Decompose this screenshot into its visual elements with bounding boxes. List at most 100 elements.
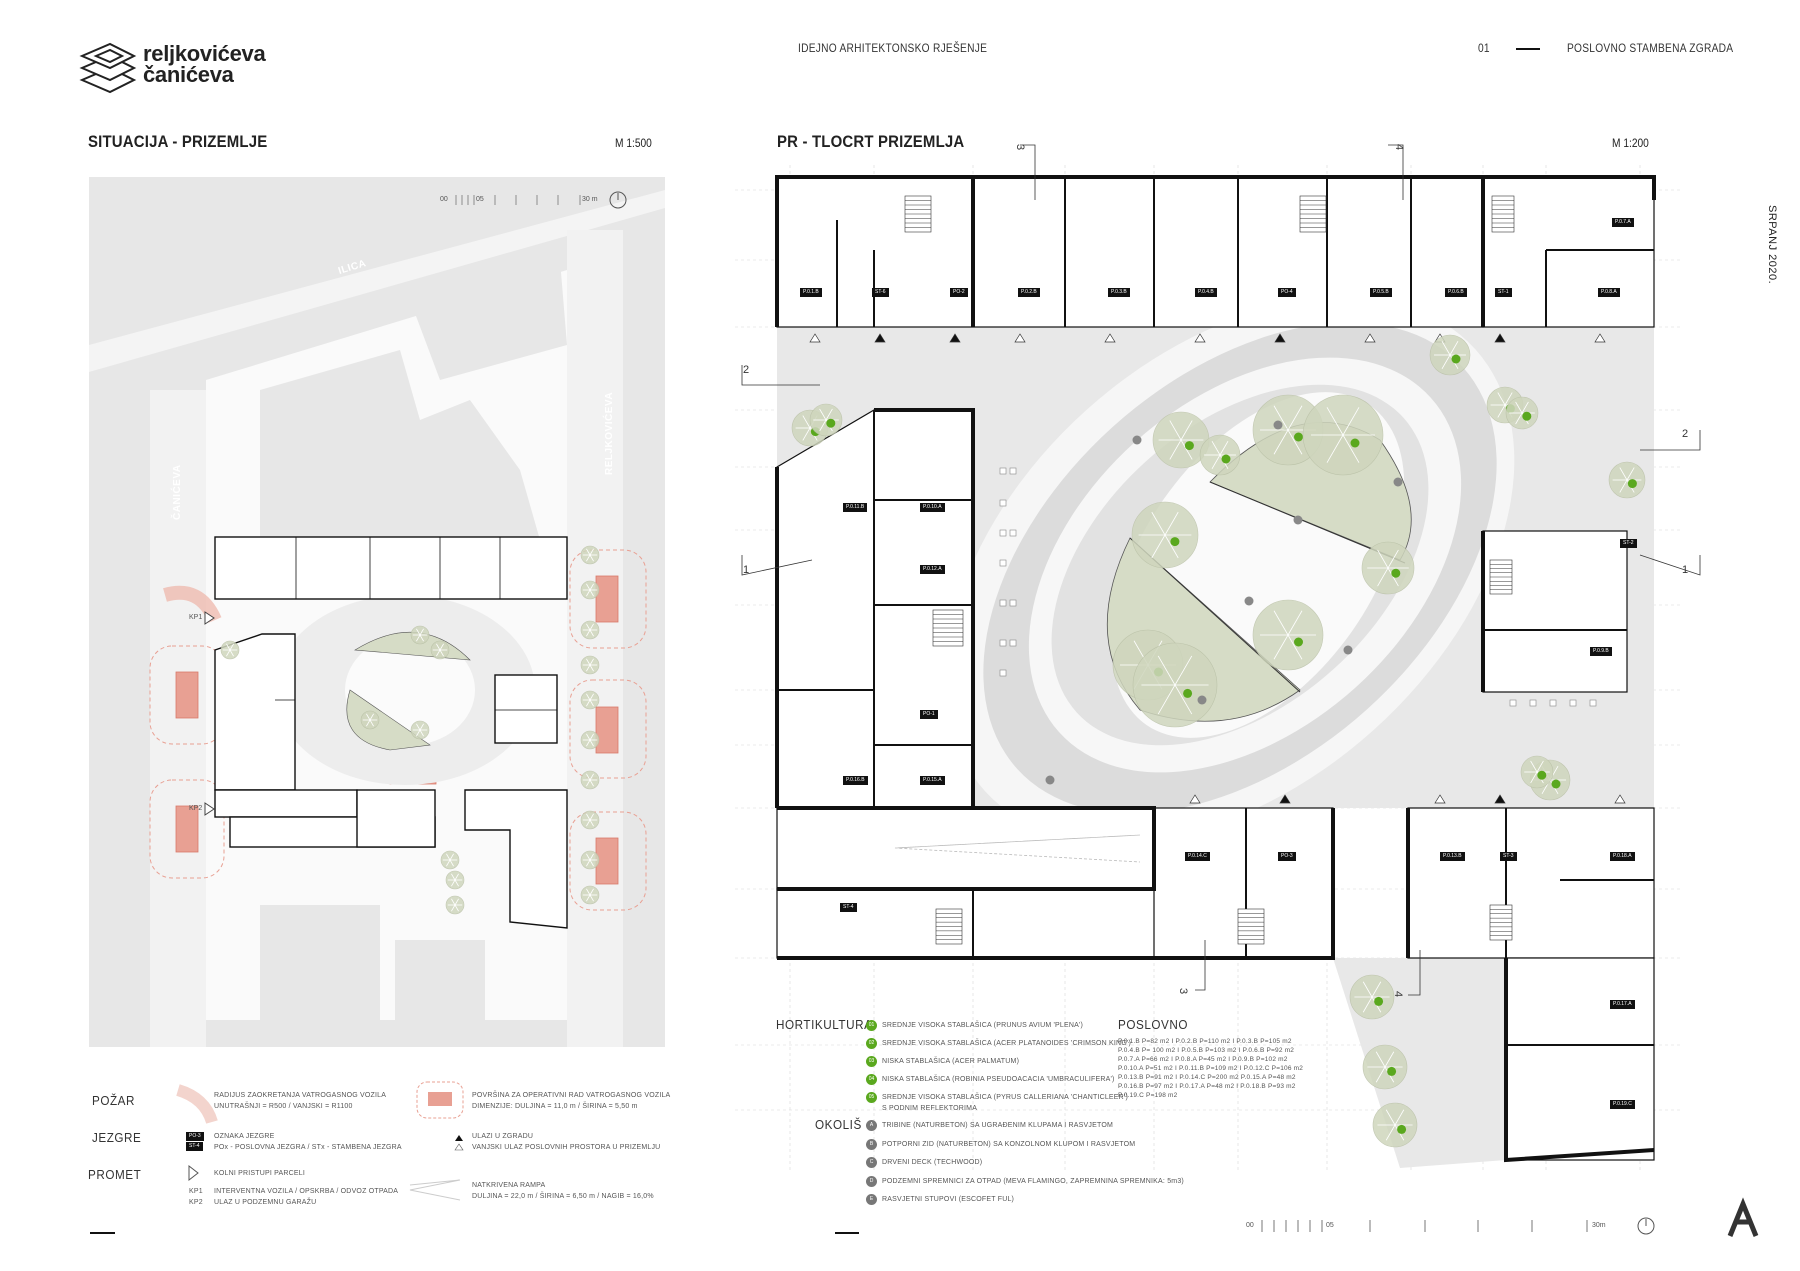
site-kp1-label: KP1 bbox=[189, 614, 203, 621]
street-reljkoviceva: RELJKOVIĆEVA bbox=[604, 391, 615, 475]
logo-line-2: čanićeva bbox=[143, 62, 234, 87]
legend-text: POVRŠINA ZA OPERATIVNI RAD VATROGASNOG V… bbox=[472, 1092, 671, 1099]
legend-poslovno-label: POSLOVNO bbox=[1118, 1017, 1189, 1032]
site-scalebar-end: 30 m bbox=[582, 196, 598, 203]
poslovno-area-list: P.0.1.B P=82 m2 I P.0.2.B P=110 m2 I P.0… bbox=[1118, 1037, 1303, 1100]
light-pole-icon bbox=[1244, 596, 1254, 606]
staircase-icon bbox=[1489, 559, 1513, 595]
tree-code-icon: 03 bbox=[866, 1056, 877, 1067]
entry-marker-icon bbox=[1189, 794, 1201, 804]
okolis-item: POTPORNI ZID (NATURBETON) SA KONZOLNOM K… bbox=[882, 1140, 1136, 1148]
light-pole-icon bbox=[1393, 477, 1403, 487]
staircase-icon bbox=[904, 195, 932, 233]
tree-icon bbox=[580, 730, 600, 750]
entry-marker-icon bbox=[1614, 794, 1626, 804]
legend-text: NISKA STABLAŠICA (ROBINIA PSEUDOACACIA '… bbox=[882, 1076, 1115, 1083]
room-tag: P.0.16.B bbox=[843, 776, 868, 785]
tree-icon bbox=[430, 640, 450, 660]
section-marker-4-bottom: 4 bbox=[1392, 990, 1405, 998]
tree-icon bbox=[580, 655, 600, 675]
legend-kp1-text: INTERVENTNA VOZILA / OPSKRBA / ODVOZ OTP… bbox=[214, 1188, 399, 1195]
site-plan-title: SITUACIJA - PRIZEMLJE bbox=[88, 132, 268, 151]
legend-text: S PODNIM REFLEKTORIMA bbox=[882, 1105, 978, 1112]
tree-icon bbox=[445, 895, 465, 915]
tree-icon bbox=[1372, 1102, 1418, 1148]
legend-ramp: NATKRIVENA RAMPA DULJINA = 22,0 m / ŠIRI… bbox=[472, 1180, 654, 1202]
entry-marker-icon bbox=[1434, 794, 1446, 804]
entry-marker-icon bbox=[1594, 333, 1606, 343]
room-tag: P.0.8.A bbox=[1598, 288, 1620, 297]
entry-marker-icon bbox=[1364, 333, 1376, 343]
logo-mark-icon bbox=[79, 42, 137, 94]
tree-icon bbox=[1252, 599, 1324, 671]
light-pole-icon bbox=[1343, 645, 1353, 655]
room-tag: P.0.7.A bbox=[1612, 218, 1634, 227]
hortikultura-item: NISKA STABLAŠICA (ACER PALMATUM) bbox=[882, 1056, 1019, 1067]
tree-icon bbox=[580, 580, 600, 600]
room-tag: P.0.18.A bbox=[1610, 852, 1635, 861]
section-marker-4-top: 4 bbox=[1393, 143, 1406, 151]
logo-line-1: reljkovićeva bbox=[143, 41, 266, 66]
environment-code-icon: B bbox=[866, 1138, 877, 1150]
legend-text: ULAZI U ZGRADU bbox=[472, 1133, 534, 1140]
tree-icon bbox=[580, 690, 600, 710]
floor-plan-title: PR - TLOCRT PRIZEMLJA bbox=[777, 132, 965, 151]
tree-icon bbox=[410, 720, 430, 740]
room-tag: PO-1 bbox=[920, 710, 938, 719]
legend-symbols bbox=[176, 1081, 1759, 1237]
room-tag: ST-4 bbox=[840, 903, 857, 912]
legend-promet-label: PROMET bbox=[88, 1167, 142, 1182]
tree-icon bbox=[580, 620, 600, 640]
room-tag: PO-4 bbox=[1278, 288, 1296, 297]
entry-marker-icon bbox=[1104, 333, 1116, 343]
plan-scalebar-start: 00 bbox=[1246, 1222, 1254, 1229]
entry-marker-icon bbox=[1014, 333, 1026, 343]
entry-marker-icon bbox=[1279, 794, 1291, 804]
hortikultura-item: SREDNJE VISOKA STABLAŠICA (PRUNUS AVIUM … bbox=[882, 1020, 1083, 1031]
legend-text: NISKA STABLAŠICA (ACER PALMATUM) bbox=[882, 1058, 1020, 1065]
legend-okolis-label: OKOLIŠ bbox=[815, 1117, 862, 1132]
legend-text: SREDNJE VISOKA STABLAŠICA (ACER PLATANOI… bbox=[882, 1040, 1132, 1047]
section-marker-3-top: 3 bbox=[1014, 143, 1027, 151]
tree-icon bbox=[580, 885, 600, 905]
room-tag: P.0.3.B bbox=[1108, 288, 1130, 297]
legend-text: NATKRIVENA RAMPA bbox=[472, 1182, 546, 1189]
tree-icon bbox=[220, 640, 240, 660]
legend-text: OZNAKA JEZGRE bbox=[214, 1133, 275, 1140]
okolis-item: DRVENI DECK (TECHWOOD) bbox=[882, 1159, 983, 1166]
plan-trees bbox=[791, 334, 1646, 1148]
room-tag: P.0.2.B bbox=[1018, 288, 1040, 297]
legend-kp2-text: ULAZ U PODZEMNU GARAŽU bbox=[214, 1199, 317, 1206]
hortikultura-item: SREDNJE VISOKA STABLAŠICA (PYRUS CALLERI… bbox=[882, 1092, 1128, 1114]
room-tag: P.0.1.B bbox=[800, 288, 822, 297]
tree-icon bbox=[1361, 541, 1415, 595]
legend-kp2-code: KP2 bbox=[189, 1199, 203, 1206]
tree-icon bbox=[1349, 974, 1395, 1020]
site-scalebar-mid: 05 bbox=[476, 196, 484, 203]
legend-text: SREDNJE VISOKA STABLAŠICA (PRUNUS AVIUM … bbox=[882, 1022, 1084, 1029]
legend-text: SREDNJE VISOKA STABLAŠICA (PYRUS CALLERI… bbox=[882, 1094, 1128, 1101]
poslovno-line: P.0.1.B P=82 m2 I P.0.2.B P=110 m2 I P.0… bbox=[1118, 1038, 1292, 1045]
legend-core-tag-2: ST-4 bbox=[186, 1142, 203, 1151]
entry-marker-icon bbox=[1274, 333, 1286, 343]
room-tag: PO-3 bbox=[1278, 852, 1296, 861]
building-type: POSLOVNO STAMBENA ZGRADA bbox=[1567, 41, 1734, 55]
staircase-icon bbox=[1489, 904, 1513, 941]
tree-icon bbox=[1199, 434, 1241, 476]
light-pole-icon bbox=[1045, 775, 1055, 785]
floor-plan-scale: M 1:200 bbox=[1612, 136, 1649, 150]
tree-icon bbox=[580, 850, 600, 870]
tree-icon bbox=[580, 770, 600, 790]
footer-dash-left bbox=[90, 1232, 115, 1234]
logo-text: reljkovićeva čanićeva bbox=[143, 41, 266, 87]
room-tag: P.0.13.B bbox=[1440, 852, 1465, 861]
tree-code-icon: 04 bbox=[866, 1074, 877, 1085]
poslovno-line: P.0.19.C P=198 m2 bbox=[1118, 1092, 1178, 1099]
site-scalebar-start: 00 bbox=[440, 196, 448, 203]
site-kp2-label: KP2 bbox=[189, 805, 203, 812]
room-tag: P.0.14.C bbox=[1185, 852, 1210, 861]
section-marker-1-left: 1 bbox=[743, 564, 750, 576]
room-tag: P.0.11.B bbox=[843, 503, 868, 512]
tree-icon bbox=[580, 810, 600, 830]
